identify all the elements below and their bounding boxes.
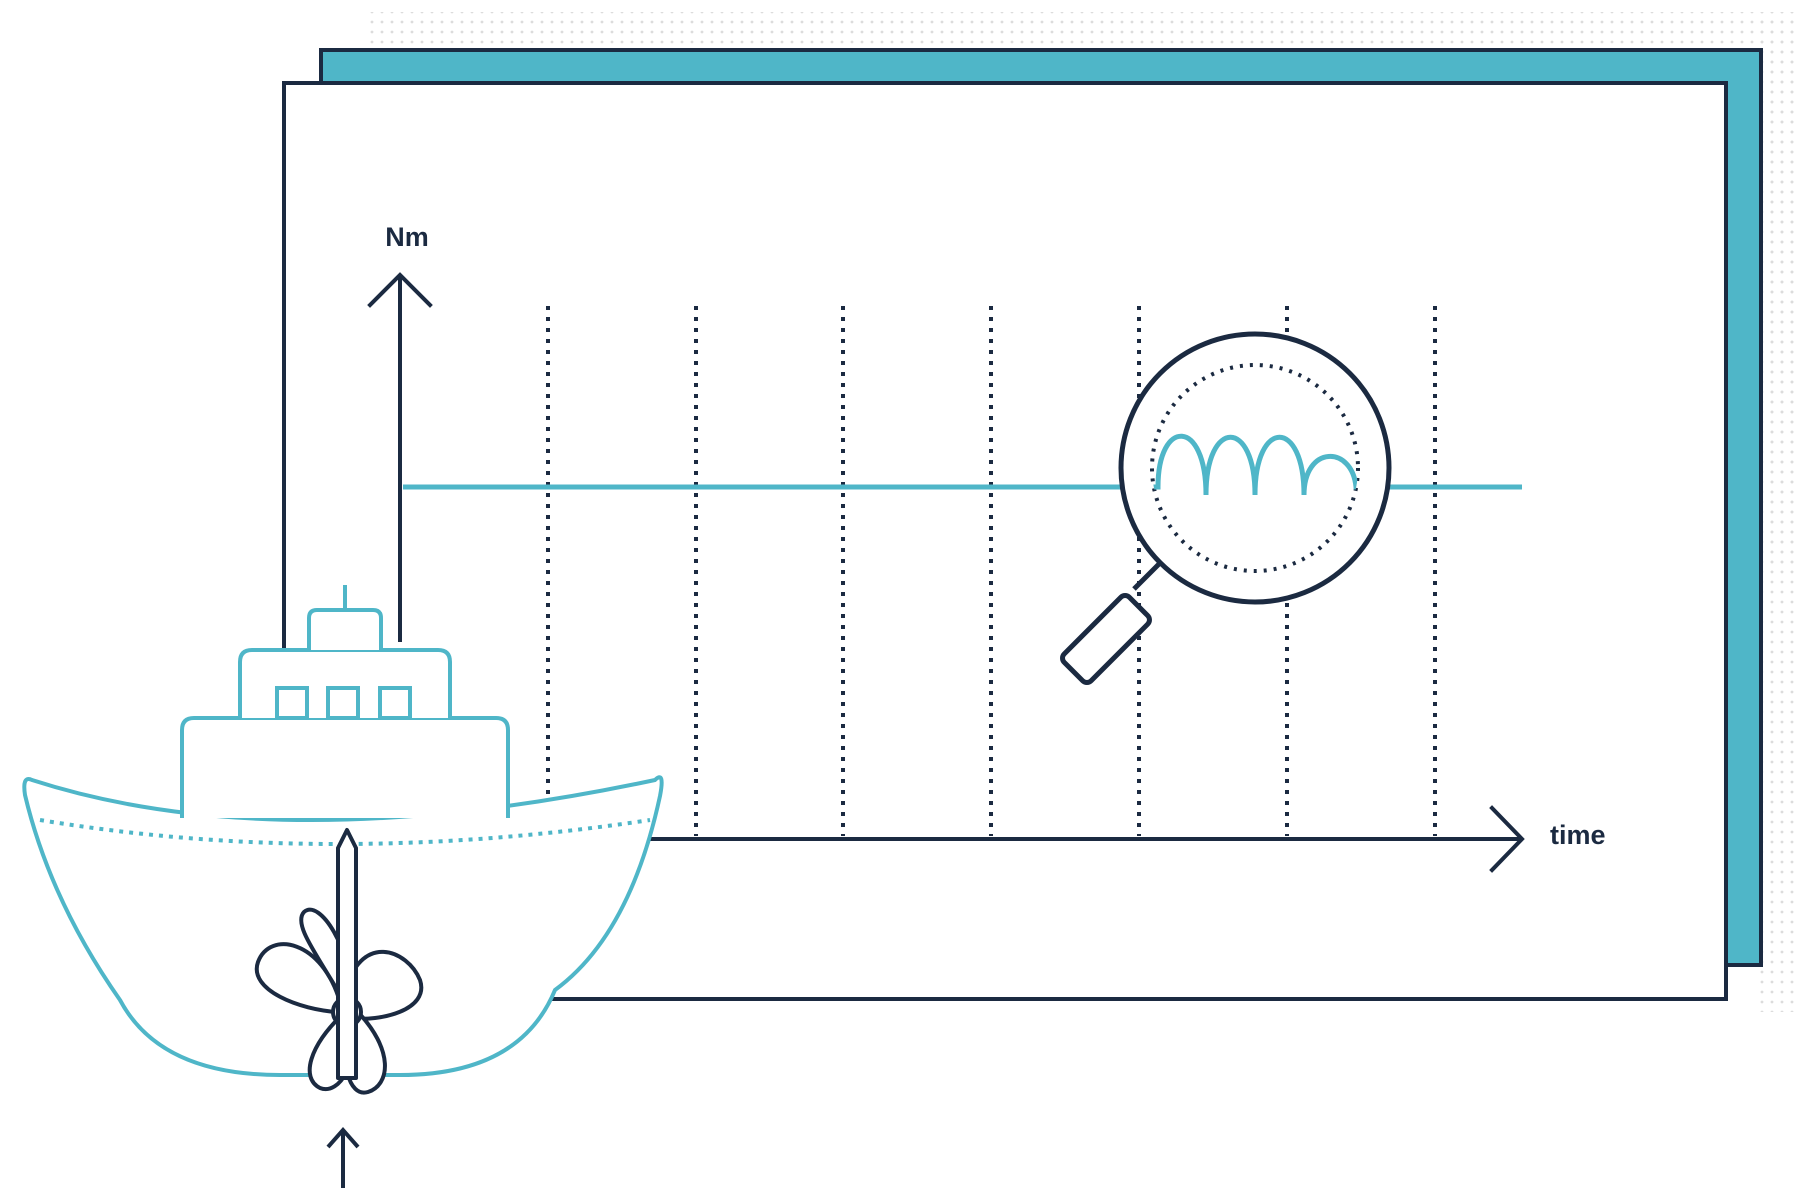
- ship-window: [277, 688, 307, 718]
- dot-texture-side: [1760, 12, 1795, 1012]
- arrow-up-icon: [328, 1130, 358, 1188]
- x-axis-label: time: [1550, 820, 1606, 850]
- ship-lower-deck: [182, 718, 508, 818]
- ship-window: [328, 688, 358, 718]
- ship-bridge: [309, 610, 381, 650]
- ship-window: [380, 688, 410, 718]
- propeller-shaft: [338, 830, 356, 1078]
- y-axis-label: Nm: [385, 222, 429, 252]
